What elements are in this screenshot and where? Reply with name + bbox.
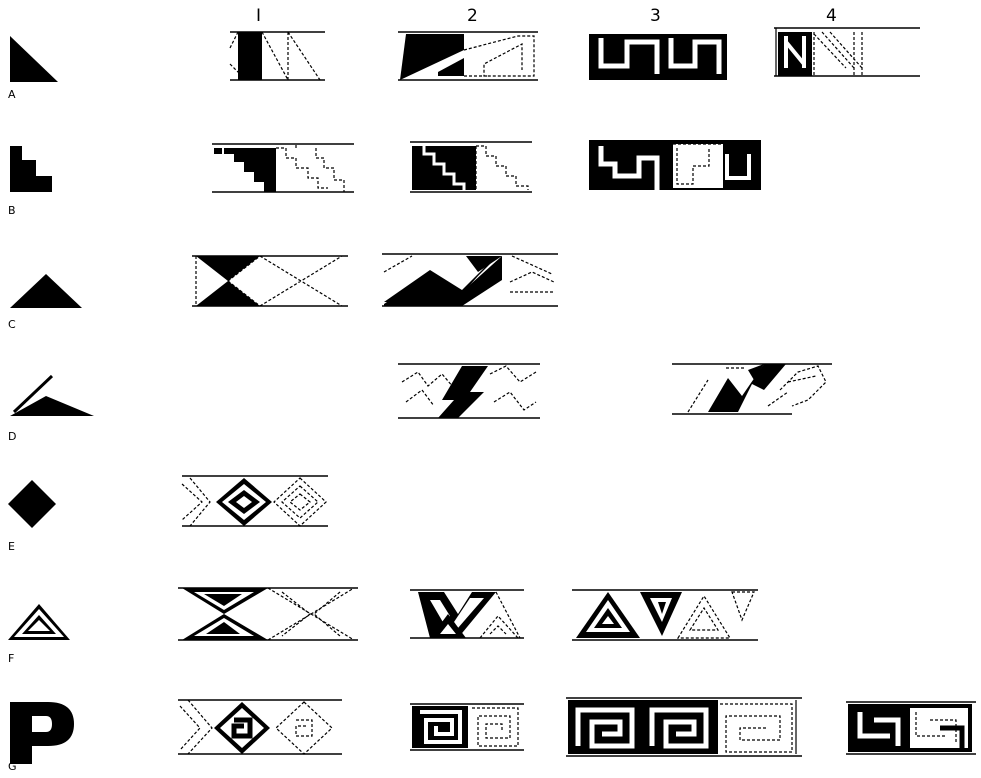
- band-f1: [178, 586, 358, 642]
- band-a2: [398, 30, 538, 82]
- row-label-e: E: [8, 540, 15, 553]
- band-g1: [178, 696, 342, 756]
- band-c2: [382, 252, 558, 308]
- row-label-c: C: [8, 318, 16, 331]
- band-a3: [587, 28, 729, 84]
- band-b1: [212, 140, 354, 196]
- band-g2: [410, 702, 524, 752]
- column-label-4: 4: [826, 6, 837, 26]
- motif-a-right-triangle: [8, 34, 60, 84]
- row-label-a: A: [8, 88, 16, 101]
- column-label-1: I: [256, 6, 261, 26]
- motif-e-diamond: [6, 478, 58, 530]
- band-f3: [572, 588, 758, 644]
- row-label-f: F: [8, 652, 14, 665]
- band-g3: [566, 696, 802, 758]
- band-c1: [192, 254, 348, 308]
- band-f2: [410, 586, 524, 642]
- band-b2: [410, 138, 532, 196]
- band-e1: [182, 474, 328, 530]
- motif-d-wedge: [8, 372, 96, 418]
- band-g4: [846, 700, 976, 756]
- band-a1: [230, 30, 325, 82]
- band-d4: [668, 362, 832, 418]
- motif-g-p-shape: [8, 700, 76, 766]
- column-label-3: 3: [650, 6, 661, 26]
- motif-f-nested-triangle: [6, 602, 72, 642]
- row-label-b: B: [8, 204, 16, 217]
- motif-c-triangle: [8, 272, 84, 310]
- band-d2: [398, 362, 540, 420]
- row-label-d: D: [8, 430, 16, 443]
- band-b3: [587, 134, 763, 194]
- motif-b-stepped-triangle: [8, 144, 60, 194]
- band-a4: [774, 24, 920, 80]
- column-label-2: 2: [467, 6, 478, 26]
